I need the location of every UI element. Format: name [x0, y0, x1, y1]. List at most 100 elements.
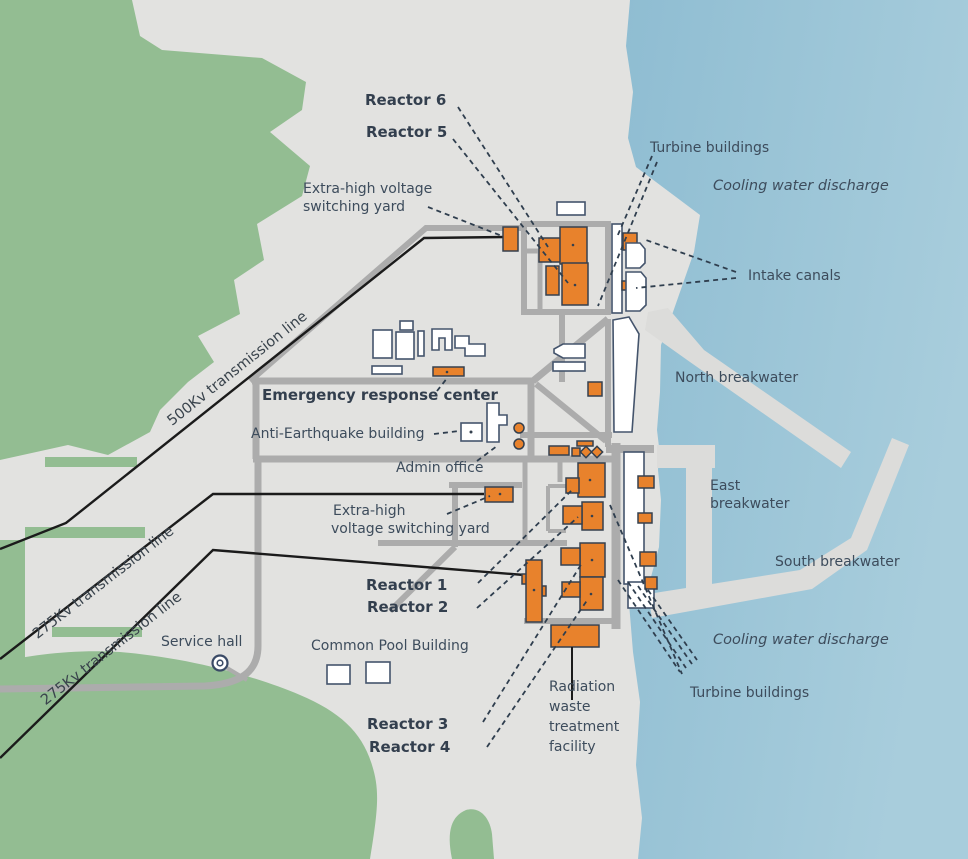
- label-north-breakwater: North breakwater: [675, 370, 798, 386]
- emergency-response-center-building: [432, 366, 465, 377]
- transmission-line-500kv: [0, 235, 506, 551]
- label-cooling-water-discharge-north: Cooling water discharge: [713, 178, 889, 194]
- leader-turbine-north: [597, 161, 658, 307]
- label-south-breakwater: South breakwater: [775, 554, 900, 570]
- leader-intake-canals: [635, 277, 737, 289]
- service-hall-outer-circle: [211, 654, 229, 672]
- building-orange: [587, 381, 603, 397]
- leader-turbine-south: [617, 579, 681, 673]
- office-building: [417, 330, 425, 357]
- office-building: [395, 331, 415, 360]
- road: [534, 381, 608, 444]
- buildings-south-block: [326, 451, 658, 685]
- field-stripe: [25, 527, 145, 538]
- office-building: [371, 365, 403, 375]
- north-breakwater: [645, 308, 851, 468]
- leader-anti-earthquake: [433, 430, 460, 435]
- building-mark: [571, 243, 575, 247]
- building-mark: [588, 478, 592, 482]
- building-mark: [590, 558, 594, 562]
- label-turbine-buildings-north: Turbine buildings: [649, 140, 769, 156]
- transmission-line-275kv-b: [0, 548, 525, 759]
- building-white: [556, 201, 586, 216]
- office-building: [372, 329, 393, 359]
- label-admin-office: Admin office: [396, 460, 483, 476]
- discharge-canal-structure: [612, 316, 640, 433]
- leader-reactor-4: [486, 598, 589, 748]
- label-radiation-waste: facility: [549, 739, 596, 755]
- label-intake-canals: Intake canals: [748, 268, 841, 284]
- admin-office-building: [486, 402, 508, 443]
- label-ehv-yard-south: Extra-high: [333, 503, 406, 519]
- reactor-5-building: [545, 265, 560, 296]
- building-marks: [445, 243, 594, 596]
- building-mark: [589, 592, 593, 596]
- buildings-north-block: [502, 201, 647, 433]
- label-emergency-response-center: Emergency response center: [262, 386, 499, 404]
- building-orange: [565, 477, 580, 494]
- tank: [513, 422, 525, 434]
- building-mark: [445, 370, 449, 374]
- field-stripe: [45, 457, 137, 467]
- road-service-spur: [225, 666, 249, 682]
- transmission-lines: [0, 235, 525, 759]
- intake-canal-structure: [625, 271, 647, 312]
- label-anti-earthquake-building: Anti-Earthquake building: [251, 426, 425, 442]
- leader-turbine-north: [616, 155, 653, 238]
- label-east-breakwater: breakwater: [710, 496, 790, 512]
- building-mark: [498, 492, 502, 496]
- label-radiation-waste: treatment: [549, 719, 620, 735]
- label-reactor-3: Reactor 3: [367, 715, 448, 733]
- leader-admin-office: [476, 445, 498, 462]
- switching-yard-north-building: [502, 226, 519, 252]
- building-white: [552, 361, 586, 372]
- road-service-hall: [0, 459, 262, 693]
- label-reactor-2: Reactor 2: [367, 598, 448, 616]
- building-orange: [548, 445, 570, 456]
- label-common-pool-building: Common Pool Building: [311, 638, 469, 654]
- label-reactor-5: Reactor 5: [366, 123, 447, 141]
- label-radiation-waste: Radiation: [549, 679, 615, 695]
- label-reactor-6: Reactor 6: [365, 91, 446, 109]
- leader-ehv-north: [427, 206, 503, 237]
- leader-lines: [427, 106, 737, 748]
- south-breakwater: [648, 438, 909, 618]
- building-orange: [560, 547, 581, 566]
- label-cooling-water-discharge-south: Cooling water discharge: [713, 632, 889, 648]
- common-pool-building-2: [365, 661, 391, 684]
- building-mark: [469, 430, 473, 434]
- field-stripe: [52, 627, 142, 637]
- leader-turbine-south: [637, 585, 693, 665]
- label-east-breakwater: East: [710, 478, 741, 494]
- building-orange: [590, 445, 604, 459]
- leader-erc: [436, 376, 449, 392]
- building-white: [553, 343, 586, 359]
- label-turbine-buildings-south: Turbine buildings: [689, 685, 809, 701]
- leader-reactor-2: [476, 516, 579, 609]
- office-building: [399, 320, 414, 331]
- leader-reactor-5: [452, 138, 569, 284]
- intake-structure: [637, 475, 655, 489]
- label-ehv-yard-north: Extra-high voltage: [303, 181, 432, 197]
- building-mark: [590, 514, 594, 518]
- label-ehv-yard-south: voltage switching yard: [331, 521, 490, 537]
- east-breakwater: [657, 445, 715, 600]
- reactor-6-building: [538, 237, 562, 263]
- intake-structure: [644, 576, 658, 590]
- building-orange: [579, 445, 593, 459]
- common-pool-building-1: [326, 664, 351, 685]
- tank: [513, 438, 525, 450]
- building-mark: [573, 283, 577, 287]
- road-loop-reactor56: [521, 221, 611, 315]
- leader-intake-canals: [645, 239, 737, 273]
- turbine-building-north: [611, 223, 623, 314]
- road: [387, 544, 458, 614]
- transmission-line-275kv-a: [0, 492, 484, 660]
- label-reactor-4: Reactor 4: [369, 738, 450, 756]
- label-reactor-1: Reactor 1: [366, 576, 447, 594]
- label-radiation-waste: waste: [549, 699, 590, 715]
- label-service-hall: Service hall: [161, 634, 242, 650]
